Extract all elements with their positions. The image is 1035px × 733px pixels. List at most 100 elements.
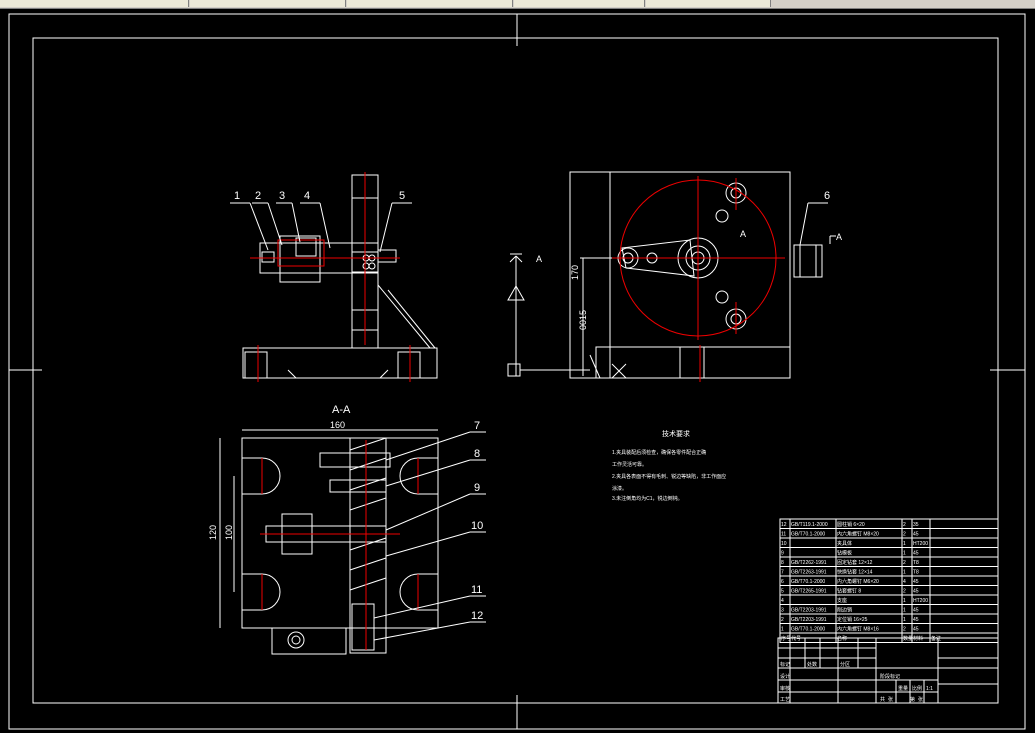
notes-line-1: 1.夹具装配后须检查，确保各零件配合正确	[612, 449, 706, 456]
section-centerlines	[260, 440, 419, 650]
balloon-5: 5	[399, 190, 405, 202]
bom-cell-qty: 1	[903, 570, 906, 576]
balloon-12: 12	[471, 610, 483, 622]
bom-cell-qty: 2	[903, 532, 906, 538]
bom-cell-code: GB/T2263-1991	[791, 570, 827, 576]
balloon-3: 3	[279, 190, 285, 202]
bom-cell-name: 内六角螺钉 M8×20	[837, 531, 879, 538]
title-block	[777, 637, 999, 704]
dim-0015: 0015	[578, 310, 588, 330]
tb-cell-1: 处数	[807, 661, 817, 668]
bom-cell-name: 内六角螺钉 M8×16	[837, 626, 879, 633]
section-view	[219, 429, 439, 655]
notes-line-4: 涂漆。	[612, 485, 627, 492]
side-view	[569, 171, 823, 379]
bom-cell-no: 12	[781, 522, 787, 528]
bom-cell-name: 支座	[837, 597, 847, 604]
bom-cell-mat: 45	[913, 551, 919, 557]
tb-cell-5: 工艺	[780, 697, 790, 703]
bom-cell-name: 快换钻套 12×14	[837, 569, 873, 576]
bom-cell-qty: 2	[903, 627, 906, 633]
bom-cell-mat: 45	[913, 532, 919, 538]
front-view-centerlines	[250, 172, 411, 382]
toolbar-segment[interactable]	[190, 0, 346, 7]
bom-cell-mat: 45	[913, 617, 919, 623]
balloon-11: 11	[471, 584, 482, 596]
balloon-8: 8	[474, 448, 480, 460]
bom-cell-mat: T8	[913, 560, 919, 566]
bom-cell-qty: 1	[903, 551, 906, 557]
window-toolbar	[0, 0, 1035, 9]
dim-160: 160	[330, 420, 345, 430]
bom-cell-no: 6	[781, 579, 784, 585]
notes-line-3: 2.夹具各表面不得有毛刺、锐边等缺陷，非工作面应	[612, 473, 726, 480]
bom-cell-mat: 45	[913, 608, 919, 614]
bom-cell-code: GB/T2203-1991	[791, 608, 827, 614]
section-mark-a-left: A	[536, 254, 542, 264]
bom-cell-code: GB/T2262-1991	[791, 560, 827, 566]
bom-cell-code: GB/T70.1-2000	[791, 579, 825, 585]
tb-cell-0: 标记	[780, 661, 790, 668]
bom-cell-no: 9	[781, 551, 784, 557]
section-mark-a-right: A	[836, 232, 842, 242]
bom-cell-qty: 1	[903, 608, 906, 614]
bom-cell-mat: 45	[913, 627, 919, 633]
section-title: A-A	[332, 404, 351, 416]
bom-cell-no: 7	[781, 570, 784, 576]
tb-cell-4: 审核	[780, 685, 790, 692]
bom-cell-mat: 35	[913, 522, 919, 528]
bom-cell-mat: HT200	[913, 598, 928, 604]
section-leaders	[373, 431, 486, 641]
bom-cell-qty: 1	[903, 541, 906, 547]
bom-cell-no: 2	[781, 617, 784, 623]
bom-cell-name: 钻模板	[837, 550, 852, 557]
balloon-10: 10	[471, 520, 483, 532]
bom-cell-mat: HT200	[913, 541, 928, 547]
bom-cell-name: 内六角螺钉 M6×20	[837, 578, 879, 585]
bom-cell-qty: 2	[903, 522, 906, 528]
balloon-9: 9	[474, 482, 480, 494]
bom-cell-code: GB/T70.1-2000	[791, 532, 825, 538]
tb-cell-12: 张	[918, 696, 923, 703]
tb-cell-3: 设计	[780, 673, 790, 680]
notes-line-2: 工作灵活可靠。	[612, 461, 647, 468]
outer-frame	[8, 13, 1026, 730]
tb-cell-11: 第	[910, 696, 915, 703]
tb-cell-2: 分区	[840, 661, 850, 668]
toolbar-segment[interactable]	[514, 0, 645, 7]
bom-cell-qty: 2	[903, 560, 906, 566]
front-leaders	[230, 202, 412, 253]
balloon-1: 1	[234, 190, 240, 202]
toolbar-segment[interactable]	[347, 0, 513, 7]
notes-title: 技术要求	[662, 429, 690, 438]
front-view	[242, 174, 438, 379]
bom-cell-qty: 1	[903, 617, 906, 623]
bom-cell-name: 圆柱销 6×20	[837, 521, 865, 528]
side-view-redlines	[612, 176, 785, 382]
bom-frame	[779, 518, 999, 643]
bom-cell-name: 削边销	[837, 607, 852, 614]
bom-cell-name: 钻套螺钉 8	[837, 588, 861, 595]
bom-cell-mat: 45	[913, 589, 919, 595]
datum-symbols	[507, 202, 836, 379]
bom-cell-no: 8	[781, 560, 784, 566]
dim-170: 170	[570, 265, 580, 280]
bom-cell-no: 10	[781, 541, 787, 547]
bom-cell-code: GB/T2203-1991	[791, 617, 827, 623]
bom-cell-no: 4	[781, 598, 784, 604]
bom-cell-no: 5	[781, 589, 784, 595]
bom-cell-code: GB/T119.1-2000	[791, 522, 828, 528]
tb-cell-13: 1:1	[926, 686, 933, 692]
bom-cell-no: 1	[781, 627, 784, 633]
balloon-4: 4	[304, 190, 310, 202]
bom-cell-no: 3	[781, 608, 784, 614]
tb-cell-6: 阶段标记	[880, 673, 900, 680]
tb-cell-7: 重量	[898, 685, 908, 692]
toolbar-segment[interactable]	[646, 0, 771, 7]
bom-cell-qty: 4	[903, 579, 906, 585]
tb-cell-9: 共	[880, 696, 885, 703]
toolbar-segment[interactable]	[0, 0, 189, 7]
bom-cell-name: 定位销 16×25	[837, 616, 868, 623]
